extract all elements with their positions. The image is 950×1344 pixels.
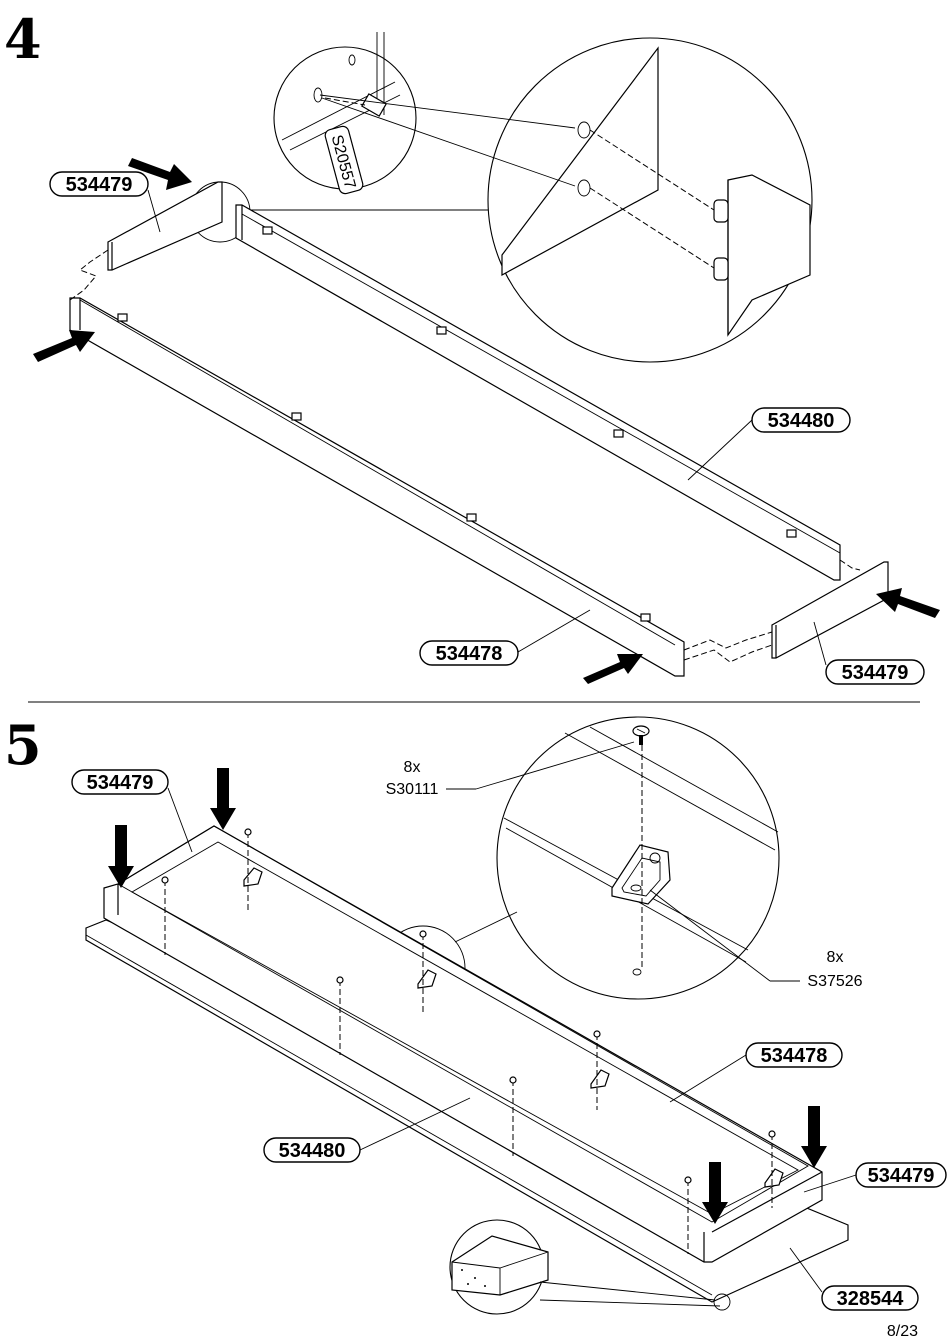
detail-leader bbox=[454, 911, 518, 943]
edge-detail-circle bbox=[449, 1219, 731, 1315]
svg-text:534479: 534479 bbox=[66, 174, 133, 196]
svg-text:534478: 534478 bbox=[761, 1045, 828, 1067]
label-534480-step4: 534480 bbox=[687, 407, 851, 481]
joint-dash-left bbox=[69, 249, 109, 301]
screw-callout: 8x S30111 bbox=[386, 741, 635, 798]
detail-leader-1 bbox=[319, 94, 576, 129]
label-534480-step5: 534480 bbox=[263, 1097, 471, 1163]
label-534478-step4: 534478 bbox=[419, 609, 591, 666]
label-534479-step4-right: 534479 bbox=[813, 621, 925, 685]
step5-screws bbox=[161, 828, 776, 1254]
step4-front-panel bbox=[69, 297, 685, 677]
arrow-icon bbox=[210, 768, 236, 830]
label-534479-step5-right: 534479 bbox=[803, 1162, 947, 1193]
arrow-icon bbox=[108, 825, 134, 888]
arrow-icon bbox=[128, 158, 192, 190]
step-5-number: 5 bbox=[4, 713, 42, 777]
screw-qty: 8x bbox=[404, 759, 421, 776]
svg-text:534478: 534478 bbox=[436, 643, 503, 665]
label-534478-step5: 534478 bbox=[669, 1042, 843, 1103]
step4-left-side-panel bbox=[107, 181, 223, 271]
step-4-number: 4 bbox=[4, 7, 42, 71]
step4-back-panel bbox=[235, 204, 841, 581]
screw-code: S30111 bbox=[386, 781, 439, 798]
arrow-icon bbox=[801, 1106, 827, 1168]
svg-text:534480: 534480 bbox=[768, 410, 835, 432]
step5-frame bbox=[103, 825, 823, 1263]
screw-icon bbox=[632, 725, 650, 745]
label-534479-step5-left: 534479 bbox=[71, 769, 193, 853]
page-number: 8/23 bbox=[887, 1323, 918, 1340]
joint-dash-right-2 bbox=[683, 644, 773, 663]
joint-detail-circle bbox=[487, 37, 813, 363]
arrow-icon bbox=[702, 1162, 728, 1224]
joint-dash-right-1 bbox=[683, 631, 773, 651]
svg-text:534479: 534479 bbox=[842, 662, 909, 684]
svg-text:534479: 534479 bbox=[87, 772, 154, 794]
detail-leader-2 bbox=[321, 97, 576, 187]
svg-text:534480: 534480 bbox=[279, 1140, 346, 1162]
step4-brackets bbox=[117, 226, 797, 622]
dowel-detail-circle: S20557 bbox=[273, 32, 417, 195]
svg-text:328544: 328544 bbox=[837, 1288, 905, 1310]
label-328544-step5: 328544 bbox=[789, 1247, 919, 1311]
bracket-qty: 8x bbox=[827, 949, 844, 966]
joint-dash-back bbox=[839, 559, 861, 571]
bracket-detail-circle bbox=[496, 716, 780, 1000]
arrow-icon bbox=[876, 588, 940, 618]
label-534479-step4-left: 534479 bbox=[49, 171, 161, 233]
bracket-code: S37526 bbox=[807, 973, 862, 990]
arrow-icon bbox=[33, 330, 95, 362]
bracket-callout: 8x S37526 bbox=[649, 889, 863, 990]
svg-text:534479: 534479 bbox=[868, 1165, 935, 1187]
arrow-icon bbox=[583, 654, 643, 684]
